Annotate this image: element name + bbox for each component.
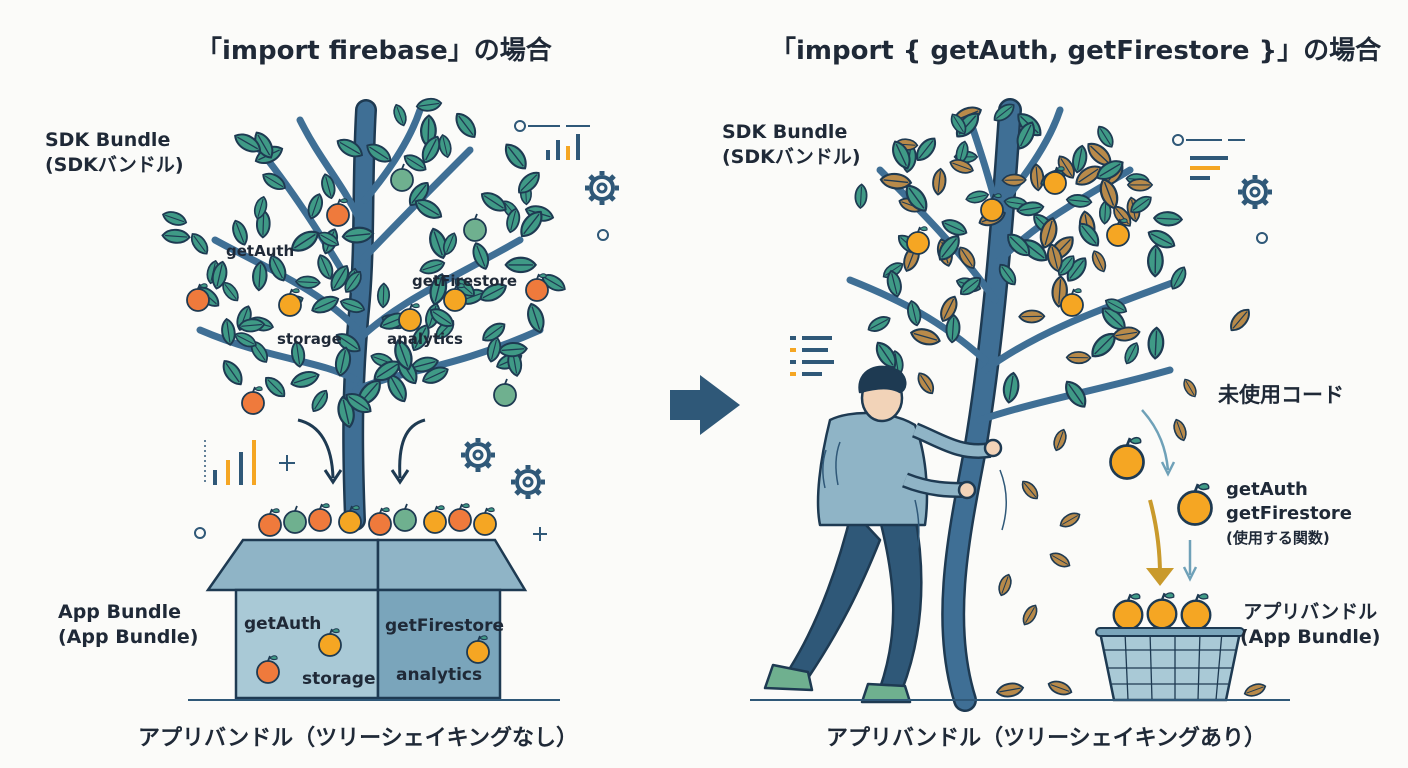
- leaf-icon: [908, 324, 943, 349]
- leaf-icon: [1146, 244, 1165, 278]
- used-functions-label: getAuth getFirestore (使用する関数): [1226, 478, 1352, 550]
- leaf-icon: [1127, 178, 1153, 192]
- unused-code-label: 未使用コード: [1218, 383, 1344, 407]
- used-function-getfirestore: getFirestore: [1226, 503, 1353, 524]
- box-apples: [258, 502, 497, 537]
- leaf-icon: [864, 312, 894, 336]
- right-decor-icons: [750, 134, 1290, 701]
- leaf-icon: [161, 227, 191, 245]
- leaf-icon: [1095, 175, 1123, 212]
- right-sdk-label-line2: (SDKバンドル): [722, 146, 861, 168]
- leaf-icon: [1121, 339, 1143, 367]
- leaf-icon: [1000, 370, 1022, 405]
- left-app-label-line1: App Bundle: [58, 601, 182, 623]
- leaf-icon: [436, 133, 454, 160]
- left-drop-arrows: [297, 418, 426, 485]
- left-box-label-getauth: getAuth: [244, 614, 322, 634]
- left-title: 「import firebase」の場合: [196, 36, 552, 66]
- leaf-icon: [251, 260, 269, 292]
- right-app-bundle-basket: [1095, 591, 1245, 702]
- leaf-icon: [186, 229, 213, 258]
- leaf-icon: [913, 369, 938, 398]
- leaf-icon: [930, 167, 948, 197]
- used-function-getauth: getAuth: [1226, 479, 1308, 500]
- left-box-label-storage: storage: [302, 669, 376, 689]
- left-app-bundle-box: [205, 502, 528, 700]
- left-box-label-analytics: analytics: [396, 665, 483, 685]
- right-sdk-label-line1: SDK Bundle: [722, 121, 848, 143]
- right-sdk-label: SDK Bundle (SDKバンドル): [722, 120, 861, 170]
- left-sdk-label-line1: SDK Bundle: [45, 129, 171, 151]
- leaf-icon: [260, 372, 290, 402]
- leaf-icon: [523, 300, 549, 336]
- leaf-icon: [1166, 263, 1191, 293]
- leaf-icon: [376, 282, 391, 309]
- leaf-icon: [911, 133, 941, 165]
- right-tree-leaves: [853, 99, 1191, 412]
- leaf-icon: [450, 108, 481, 142]
- left-sdk-label-line2: (SDKバンドル): [45, 154, 184, 176]
- right-app-label-line2: (App Bundle): [1240, 626, 1381, 648]
- leaf-icon: [1028, 162, 1046, 192]
- leaf-icon: [1146, 326, 1166, 360]
- leaf-icon: [1088, 248, 1110, 275]
- leaf-icon: [1065, 350, 1092, 365]
- falling-arrows: [1141, 409, 1198, 586]
- left-tree-label-analytics: analytics: [387, 330, 463, 348]
- left-tree-label-storage: storage: [277, 330, 342, 348]
- left-tree-label-getfirestore: getFirestore: [412, 272, 518, 290]
- left-box-label-getfirestore: getFirestore: [385, 616, 505, 636]
- leaf-icon: [853, 183, 869, 210]
- right-title: 「import { getAuth, getFirestore }」の場合: [770, 36, 1382, 66]
- falling-apples: [1109, 436, 1213, 526]
- right-app-label: アプリバンドル (App Bundle): [1240, 600, 1380, 650]
- leaf-icon: [879, 171, 913, 192]
- right-app-label-line1: アプリバンドル: [1243, 601, 1378, 623]
- left-sdk-label: SDK Bundle (SDKバンドル): [45, 128, 184, 178]
- leaf-icon: [307, 386, 332, 415]
- leaf-icon: [1018, 309, 1046, 324]
- leaf-icon: [390, 102, 410, 129]
- left-caption: アプリバンドル（ツリーシェイキングなし）: [138, 726, 579, 751]
- left-app-label-line2: (App Bundle): [58, 626, 199, 648]
- transition-arrow-icon: [670, 375, 740, 435]
- left-tree-label-getauth: getAuth: [226, 242, 295, 260]
- left-decor-icons: [188, 120, 619, 701]
- leaf-icon: [1001, 173, 1027, 187]
- leaf-icon: [217, 356, 248, 390]
- leaf-icon: [218, 278, 243, 305]
- used-functions-note: (使用する関数): [1226, 529, 1330, 547]
- leaf-icon: [160, 208, 189, 229]
- right-caption: アプリバンドル（ツリーシェイキングあり）: [826, 726, 1267, 751]
- leaf-icon: [288, 367, 322, 392]
- leaf-icon: [1152, 210, 1184, 228]
- person-shaking-tree: [763, 365, 1003, 704]
- leaf-icon: [504, 256, 537, 274]
- leaf-icon: [1144, 225, 1179, 253]
- leaf-icon: [499, 139, 532, 174]
- left-app-label: App Bundle (App Bundle): [58, 600, 198, 650]
